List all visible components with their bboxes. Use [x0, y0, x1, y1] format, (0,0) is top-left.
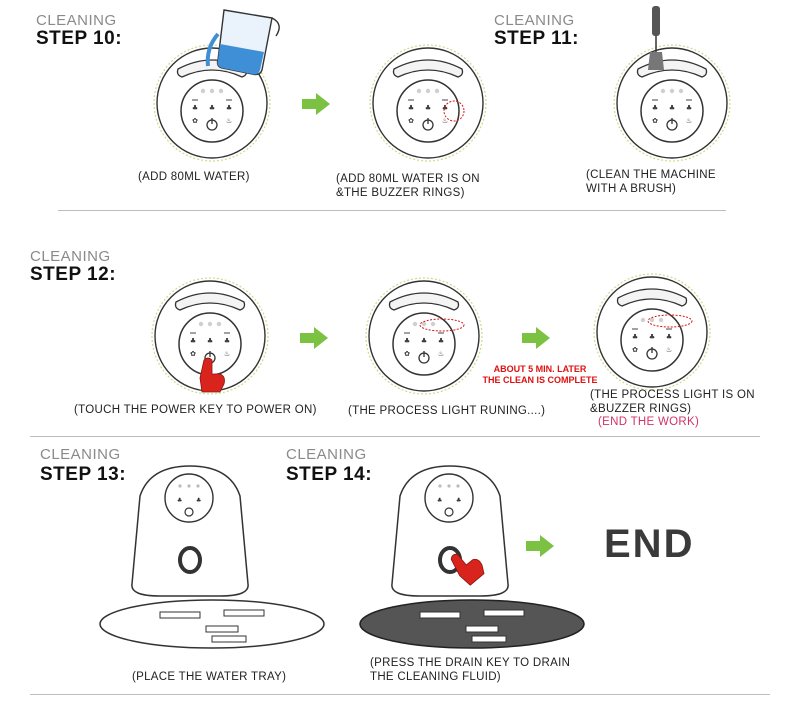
step-11-tag: CLEANING [494, 12, 575, 29]
svg-text:♣: ♣ [437, 497, 442, 504]
step-13-device-illustration: ♣ ♣ [99, 465, 325, 649]
step-11-title: STEP 11: [494, 28, 579, 49]
step-13-caption-1: (PLACE THE WATER TRAY) [132, 671, 287, 683]
step-12-end-the-work: (END THE WORK) [598, 416, 700, 428]
step-12-title: STEP 12: [30, 264, 117, 285]
divider-3 [30, 694, 770, 695]
step-12-note: ABOUT 5 MIN. LATER THE CLEAN IS COMPLETE [478, 364, 602, 386]
step-12-device-illustration-2 [365, 277, 483, 395]
step-12-device-illustration-3 [593, 273, 711, 391]
step-13-title: STEP 13: [40, 464, 127, 485]
step-11-caption-2: WITH A BRUSH) [586, 183, 677, 195]
step-14-caption-1: (PRESS THE DRAIN KEY TO DRAIN [370, 657, 571, 669]
step-12-caption-2: (THE PROCESS LIGHT RUNING....) [348, 405, 546, 417]
finger-pointer-icon [199, 357, 225, 393]
brush-icon [648, 6, 664, 70]
step-12-tag: CLEANING [30, 248, 111, 265]
step-14-device-illustration: ♣ ♣ [359, 465, 585, 649]
step-12-note-line-1: ABOUT 5 MIN. LATER [493, 364, 587, 374]
beaker-icon [205, 9, 280, 76]
svg-text:♣: ♣ [456, 497, 461, 504]
arrow-right-icon [522, 327, 550, 349]
step-11-caption-1: (CLEAN THE MACHINE [586, 169, 716, 181]
divider-2 [30, 436, 760, 437]
step-12-caption-4: &BUZZER RINGS) [590, 403, 692, 415]
step-12-caption-3: (THE PROCESS LIGHT IS ON [590, 389, 755, 401]
end-label: END [604, 522, 695, 566]
step-10-caption-1: (ADD 80ML WATER) [138, 171, 250, 183]
step-14-title: STEP 14: [286, 464, 373, 485]
step-12-note-line-2: THE CLEAN IS COMPLETE [482, 375, 598, 385]
step-14-caption-2: THE CLEANING FLUID) [370, 671, 501, 683]
svg-text:♣: ♣ [177, 497, 182, 504]
step-14-tag: CLEANING [286, 446, 367, 463]
svg-text:♣: ♣ [196, 497, 201, 504]
arrow-right-icon [300, 327, 328, 349]
arrow-right-icon [302, 93, 330, 115]
step-12-caption-1: (TOUCH THE POWER KEY TO POWER ON) [74, 404, 317, 416]
divider-1 [58, 210, 726, 211]
step-10-caption-2: (ADD 80ML WATER IS ON [336, 173, 480, 185]
step-10-title: STEP 10: [36, 28, 123, 49]
finger-pointer-icon [446, 544, 488, 587]
step-10-device-illustration-2 [369, 44, 487, 162]
step-13-tag: CLEANING [40, 446, 121, 463]
step-10-tag: CLEANING [36, 12, 117, 29]
arrow-right-icon [526, 535, 554, 557]
step-10-caption-3: &THE BUZZER RINGS) [336, 187, 465, 199]
